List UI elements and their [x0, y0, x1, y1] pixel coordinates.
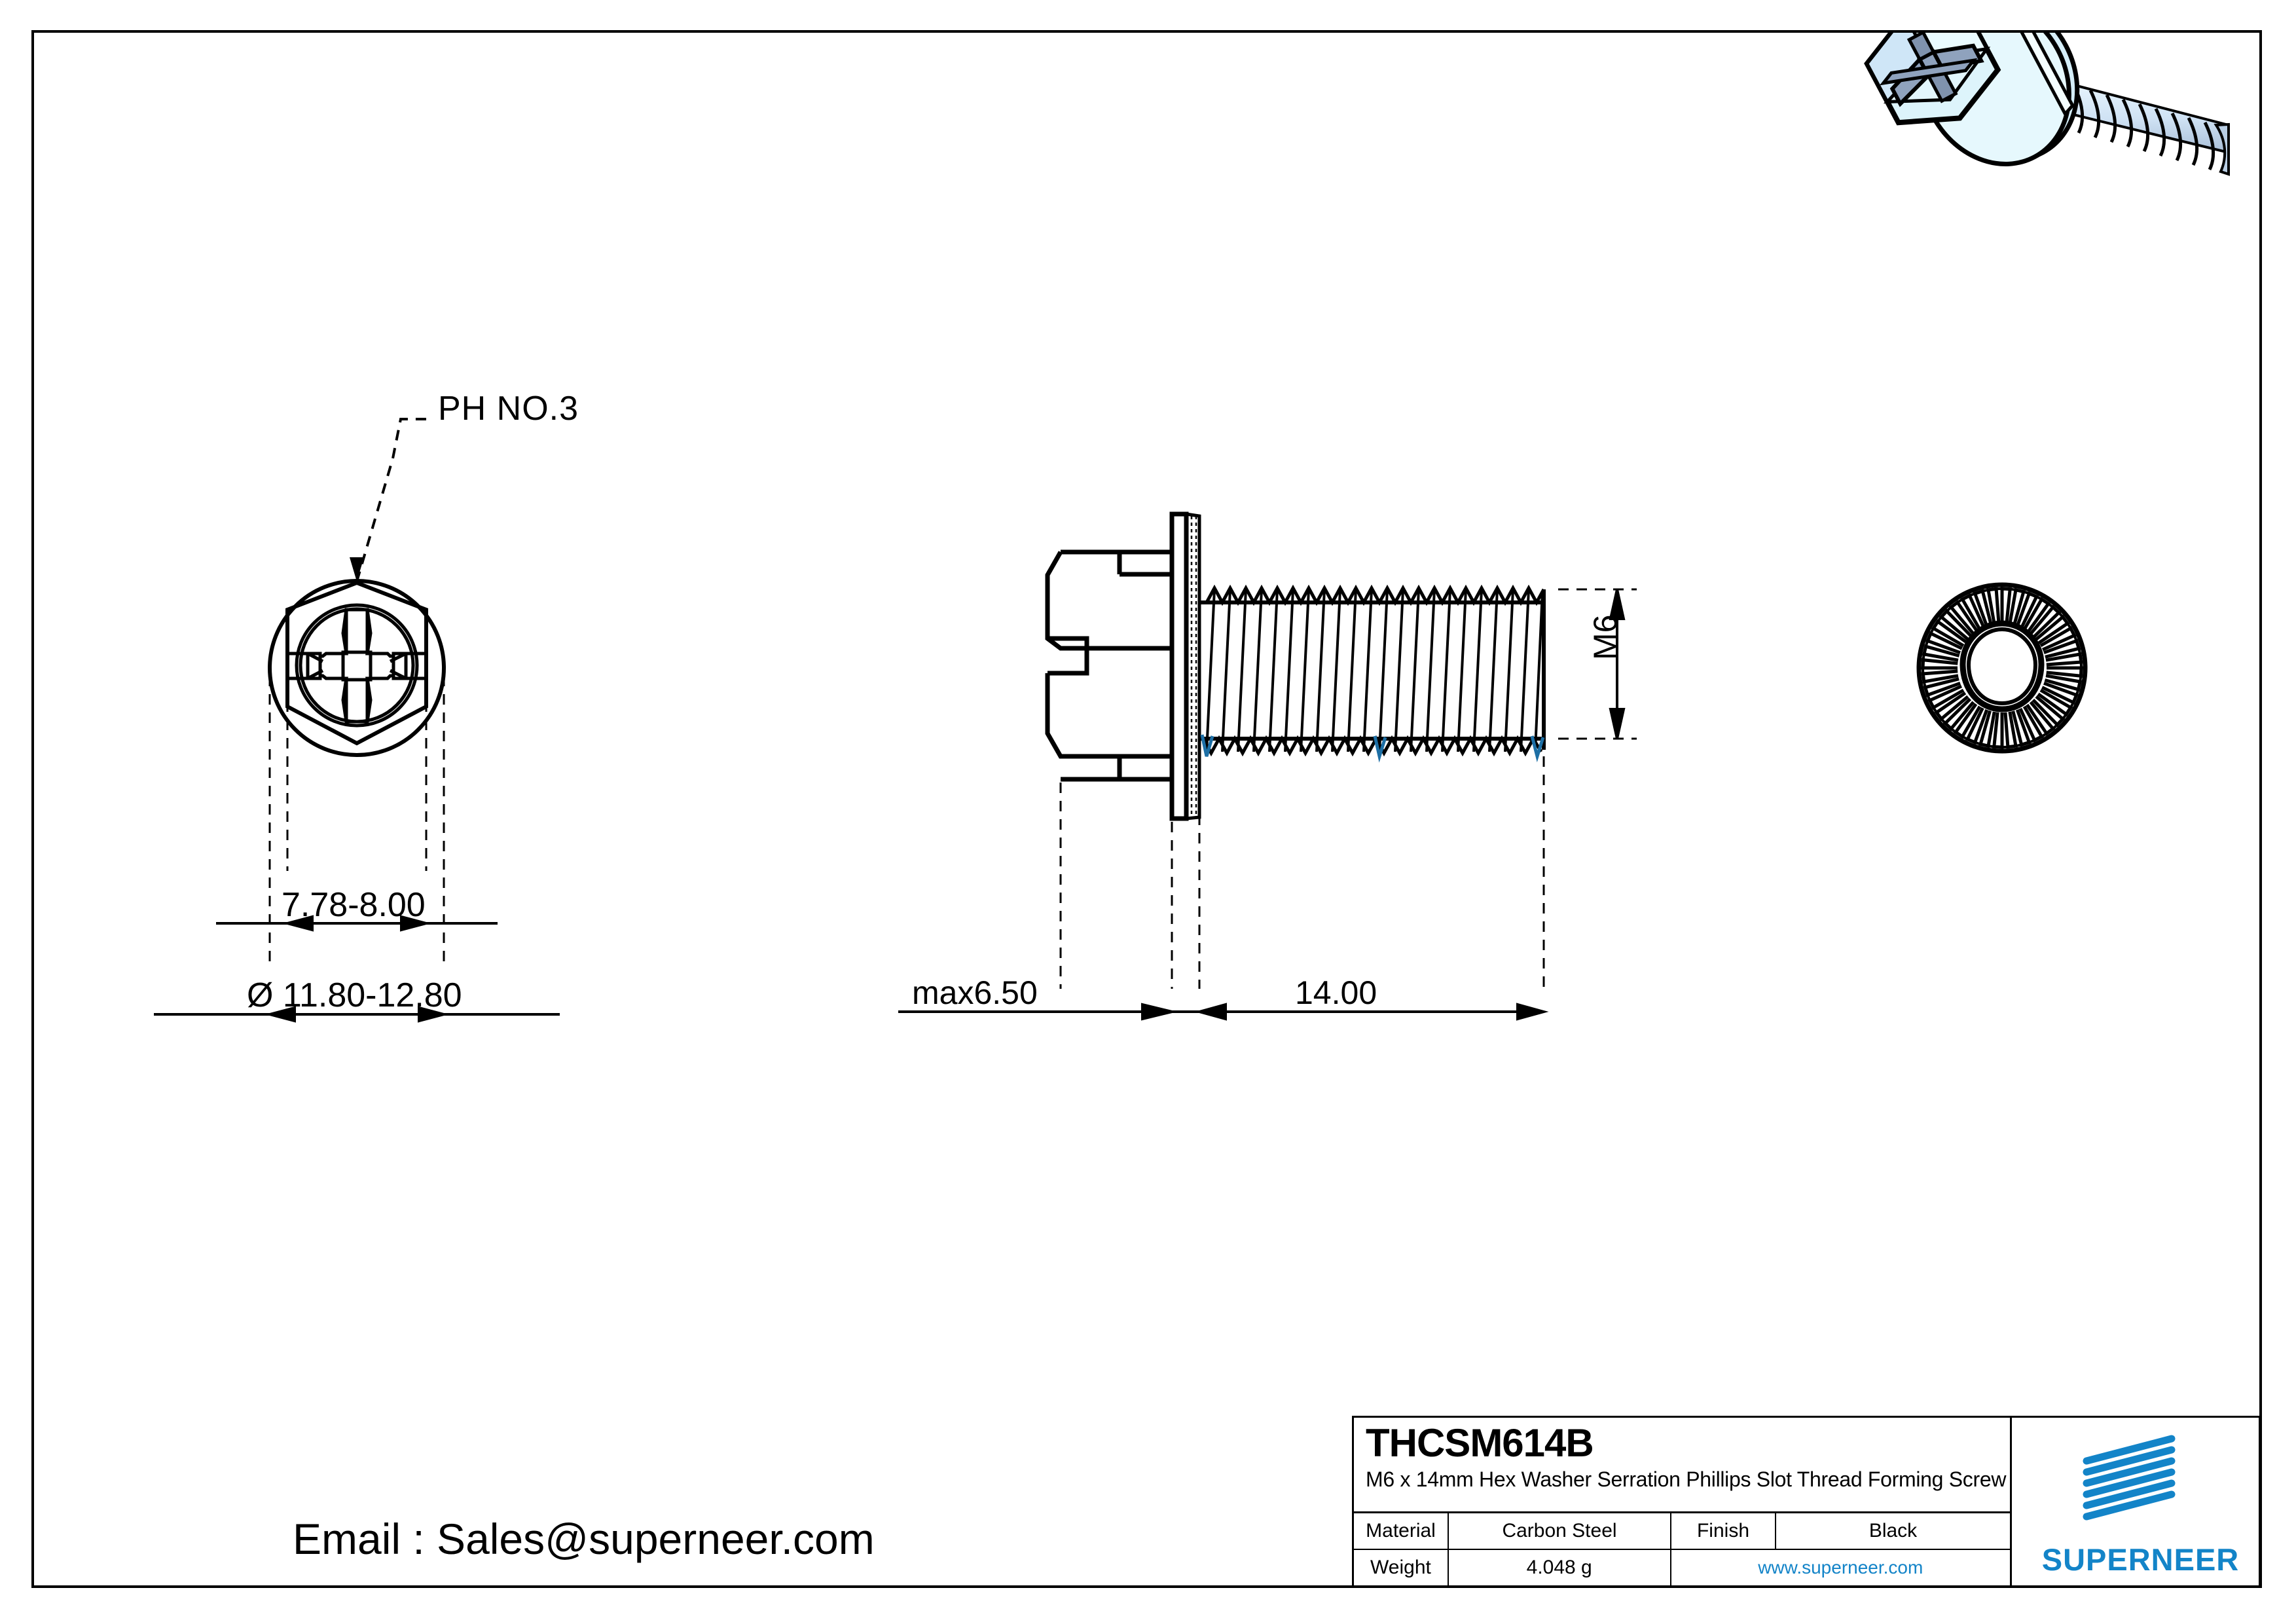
brand-name: SUPERNEER — [2041, 1542, 2240, 1577]
dim-head-height-label: max6.50 — [912, 974, 1038, 1011]
sheet-border — [31, 30, 2262, 1588]
website-link[interactable]: www.superneer.com — [1758, 1557, 1923, 1578]
title-block-description-area: THCSM614B M6 x 14mm Hex Washer Serration… — [1354, 1418, 2010, 1514]
material-value: Carbon Steel — [1449, 1513, 1671, 1549]
dim-head-diameter-label: Ø 11.80-12.80 — [247, 976, 462, 1014]
title-block-info: THCSM614B M6 x 14mm Hex Washer Serration… — [1354, 1418, 2012, 1585]
finish-label: Finish — [1671, 1513, 1776, 1549]
superneer-logo-icon — [2083, 1435, 2176, 1521]
title-block: THCSM614B M6 x 14mm Hex Washer Serration… — [1352, 1416, 2261, 1587]
part-number: THCSM614B — [1366, 1421, 1594, 1465]
dim-across-flats-label: 7.78-8.00 — [282, 886, 426, 924]
finish-value: Black — [1868, 1519, 1918, 1541]
title-block-row-material: Material Carbon Steel Finish Black — [1354, 1513, 2010, 1550]
material-label: Material — [1354, 1513, 1449, 1549]
weight-value: 4.048 g — [1449, 1549, 1671, 1585]
dim-length-label: 14.00 — [1295, 974, 1377, 1011]
contact-email: Email : Sales@superneer.com — [293, 1515, 875, 1563]
dim-thread-label: M6 — [1587, 614, 1624, 660]
title-block-row-weight: Weight 4.048 g www.superneer.com — [1354, 1549, 2010, 1585]
weight-label: Weight — [1354, 1549, 1449, 1585]
brand-logo-area: SUPERNEER — [2012, 1418, 2259, 1585]
ph-driver-label: PH NO.3 — [438, 390, 579, 428]
product-description: M6 x 14mm Hex Washer Serration Phillips … — [1366, 1467, 2007, 1491]
